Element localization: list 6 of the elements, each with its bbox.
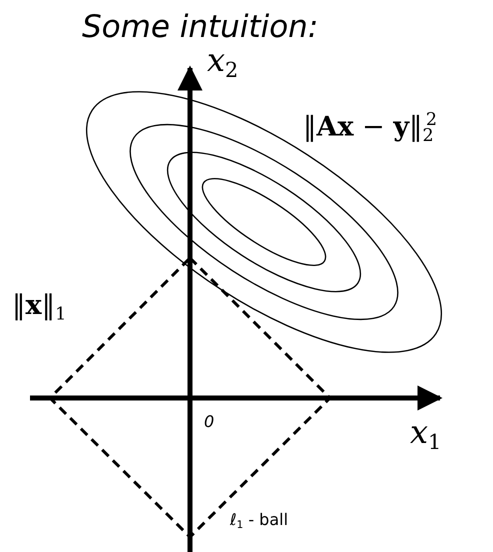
axis-label: x$_{2}$ (207, 44, 238, 82)
origin-label: 0 (204, 414, 214, 430)
ball-label: ℓ$_{1}$ - ball (230, 512, 288, 531)
title: Some intuition: (82, 12, 318, 43)
axis-label: x$_{1}$ (410, 416, 442, 454)
norm-formula: ‖x‖$_{1}$ (12, 292, 66, 324)
